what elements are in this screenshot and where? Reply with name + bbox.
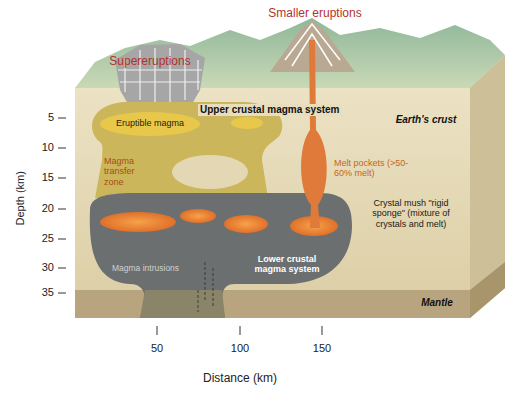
zone-label: Magma transfer zone [104,156,148,187]
magma-root [140,290,225,318]
melt-pocket [100,212,176,232]
system-label: Upper crustal magma system [198,104,342,116]
melt-pocket [224,215,268,233]
tick-label: 100 [220,342,260,355]
axis-title: Distance (km) [180,372,300,386]
melt-pocket [180,209,216,223]
eruption-label: Smaller eruptions [255,7,375,21]
side-mantle [470,262,505,318]
mush-label: Crystal mush "rigid sponge" (mixture of … [356,198,466,229]
eruption-label: Supereruptions [95,55,205,69]
tick-label: 5 [26,111,54,124]
intrusion-label: Magma intrusions [112,264,194,274]
axis-title: Depth (km) [14,166,27,230]
tick-label: 10 [26,141,54,154]
depth-ticks [58,118,66,293]
tick-label: 150 [302,342,342,355]
transfer-gap [172,155,248,189]
upper-chamber [92,102,282,198]
tick-label: 15 [26,171,54,184]
magma-ellipse: Eruptible magma [100,112,200,136]
layer-label: Mantle [412,297,462,309]
side-face [470,55,505,318]
tick-label: 50 [137,342,177,355]
melt-label: Melt pockets (>50-60% melt) [334,158,412,179]
system-label: Lower crustal magma system [244,254,330,275]
layer-label: Earth's crust [390,114,462,126]
intrusion-lines [198,262,213,312]
distance-ticks [157,326,322,335]
conduit [301,40,327,228]
eruptible-pocket [231,117,263,129]
tick-label: 20 [26,202,54,215]
node-text: Eruptible magma [100,119,200,129]
tick-label: 30 [26,261,54,274]
tick-label: 25 [26,232,54,245]
mantle [75,290,470,318]
tick-label: 35 [26,286,54,299]
caldera [115,44,205,104]
